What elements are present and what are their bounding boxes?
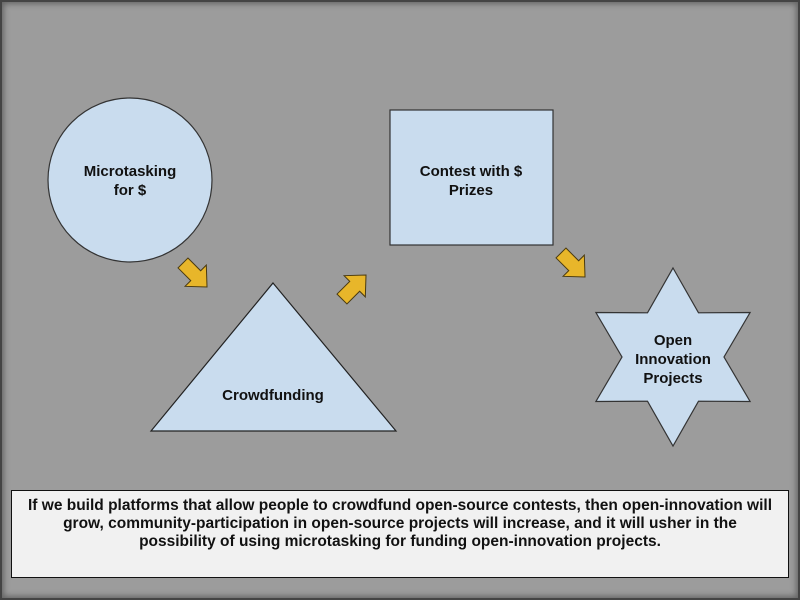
microtasking-label-1: Microtasking xyxy=(84,163,177,180)
microtasking-label-2: for $ xyxy=(114,182,147,199)
star-shape xyxy=(594,266,752,448)
open-innovation-node: Open Innovation Projects xyxy=(594,266,752,448)
arrow-up-right-icon xyxy=(336,274,367,305)
circle-shape xyxy=(47,97,213,263)
open-innovation-label-3: Projects xyxy=(643,370,702,387)
crowdfunding-label: Crowdfunding xyxy=(222,387,324,404)
open-innovation-label-1: Open xyxy=(654,332,692,349)
contest-label-2: Prizes xyxy=(449,182,493,199)
hypothesis-caption: If we build platforms that allow people … xyxy=(11,490,789,578)
crowdfunding-node: Crowdfunding xyxy=(149,282,398,432)
contest-node: Contest with $ Prizes xyxy=(389,109,554,246)
square-shape xyxy=(389,109,554,246)
open-innovation-label-2: Innovation xyxy=(635,351,711,368)
arrow-down-right-icon xyxy=(177,257,208,288)
contest-label-1: Contest with $ xyxy=(420,163,523,180)
arrow-down-right-icon xyxy=(555,247,586,278)
triangle-shape xyxy=(149,282,398,432)
microtasking-node: Microtasking for $ xyxy=(47,97,213,263)
